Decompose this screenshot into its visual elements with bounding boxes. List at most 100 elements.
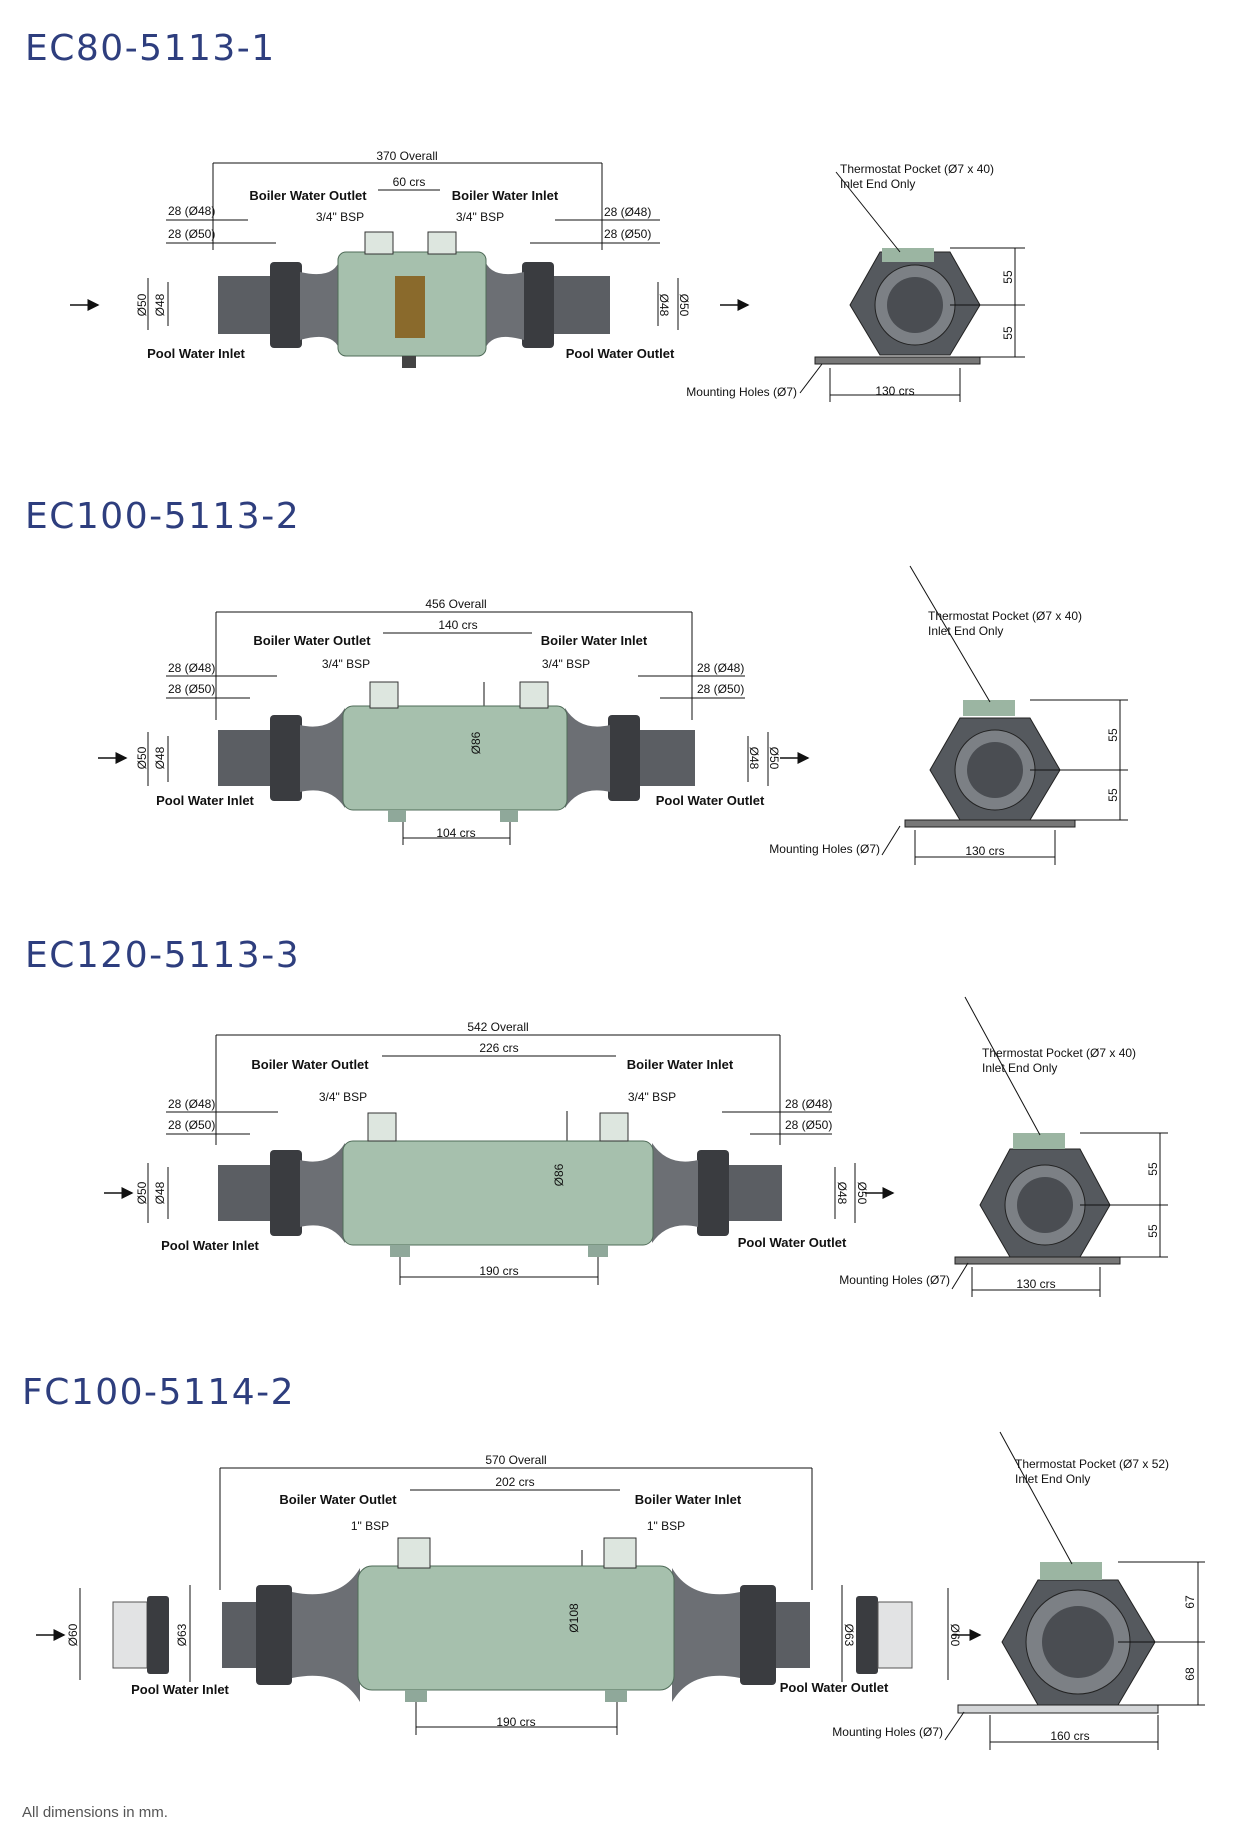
centres-dimension: 60 crs [393,175,426,189]
thermostat-label: Thermostat Pocket (Ø7 x 40) [928,609,1082,623]
boiler-inlet-label: Boiler Water Inlet [541,633,648,648]
inner-dia-right: Ø48 [747,747,761,770]
height-bottom: 55 [1146,1224,1160,1238]
boiler-inlet-label: Boiler Water Inlet [627,1057,734,1072]
pool-inlet-label: Pool Water Inlet [156,793,254,808]
model-section-fc100: FC100-5114-2 [0,1340,1257,1800]
outer-dia-right: Ø50 [767,747,781,770]
technical-drawing: 542 Overall 226 crs Boiler Water Outlet … [104,996,1168,1297]
body-diameter: Ø108 [567,1603,581,1633]
boiler-outlet-label: Boiler Water Outlet [249,188,367,203]
pipe-length-d48-right: 28 (Ø48) [604,205,651,219]
model-section-ec80: EC80-5113-1 [0,0,1257,430]
outer-dia-right: Ø50 [677,294,691,317]
inner-dia-left: Ø48 [153,1181,167,1204]
technical-drawing: 370 Overall 60 crs Boiler Water Outlet B… [70,149,1025,402]
inlet-end-label: Inlet End Only [982,1061,1057,1075]
boiler-inlet-label: Boiler Water Inlet [635,1492,742,1507]
overall-dimension: 570 Overall [485,1453,546,1467]
pool-inlet-label: Pool Water Inlet [131,1682,229,1697]
overall-dimension: 456 Overall [425,597,486,611]
inlet-end-label: Inlet End Only [928,624,1003,638]
bsp-left-label: 3/4" BSP [316,210,364,224]
bsp-left-label: 1" BSP [351,1519,389,1533]
pipe-length-d50-right: 28 (Ø50) [697,682,744,696]
pool-inlet-label: Pool Water Inlet [147,346,245,361]
centres-dimension: 202 crs [495,1475,534,1489]
centres-dimension: 226 crs [479,1041,518,1055]
thermostat-label: Thermostat Pocket (Ø7 x 40) [982,1046,1136,1060]
pipe-length-d50-right: 28 (Ø50) [604,227,651,241]
footer-note: All dimensions in mm. [22,1804,168,1821]
boiler-outlet-label: Boiler Water Outlet [251,1057,369,1072]
base-centres-label: 160 crs [1050,1729,1089,1743]
boiler-outlet-label: Boiler Water Outlet [253,633,371,648]
boiler-outlet-label: Boiler Water Outlet [279,1492,397,1507]
outer-dia-right: Ø60 [948,1624,962,1647]
mounting-holes-label: Mounting Holes (Ø7) [839,1273,950,1287]
pool-outlet-label: Pool Water Outlet [780,1680,889,1695]
model-title: EC100-5113-2 [25,496,301,537]
bsp-right-label: 3/4" BSP [456,210,504,224]
height-bottom: 55 [1106,788,1120,802]
body-diameter: Ø86 [469,731,483,754]
pipe-length-d50-left: 28 (Ø50) [168,682,215,696]
overall-dimension: 370 Overall [376,149,437,163]
inner-dia-left: Ø63 [175,1623,189,1646]
body-diameter: Ø86 [552,1163,566,1186]
base-centres-label: 130 crs [1016,1277,1055,1291]
bsp-right-label: 3/4" BSP [628,1090,676,1104]
outer-dia-right: Ø50 [855,1182,869,1205]
outer-dia-left: Ø60 [66,1623,80,1646]
inner-dia-right: Ø48 [657,294,671,317]
height-bottom: 55 [1001,326,1015,340]
bsp-right-label: 1" BSP [647,1519,685,1533]
pool-outlet-label: Pool Water Outlet [566,346,675,361]
technical-drawing: 456 Overall 140 crs Boiler Water Outlet … [98,565,1128,865]
bsp-left-label: 3/4" BSP [322,657,370,671]
height-top: 55 [1146,1162,1160,1176]
outer-dia-left: Ø50 [135,1181,149,1204]
foot-centres-label: 190 crs [496,1715,535,1729]
model-title: EC120-5113-3 [25,935,301,976]
technical-drawing: 570 Overall 202 crs Boiler Water Outlet … [36,1431,1205,1750]
mounting-holes-label: Mounting Holes (Ø7) [769,842,880,856]
centres-dimension: 140 crs [438,618,477,632]
mounting-holes-label: Mounting Holes (Ø7) [832,1725,943,1739]
inlet-end-label: Inlet End Only [840,177,915,191]
model-title: FC100-5114-2 [22,1372,296,1413]
pool-outlet-label: Pool Water Outlet [656,793,765,808]
pool-outlet-label: Pool Water Outlet [738,1235,847,1250]
pipe-length-d48-left: 28 (Ø48) [168,1097,215,1111]
pipe-length-d48-right: 28 (Ø48) [785,1097,832,1111]
inner-dia-right: Ø48 [835,1182,849,1205]
inner-dia-right: Ø63 [842,1624,856,1647]
outer-dia-left: Ø50 [135,746,149,769]
boiler-inlet-label: Boiler Water Inlet [452,188,559,203]
pipe-length-d50-right: 28 (Ø50) [785,1118,832,1132]
base-centres-label: 130 crs [875,384,914,398]
inner-dia-left: Ø48 [153,746,167,769]
pipe-length-d50-left: 28 (Ø50) [168,1118,215,1132]
pipe-length-d50-left: 28 (Ø50) [168,227,215,241]
pipe-length-d48-left: 28 (Ø48) [168,661,215,675]
pool-inlet-label: Pool Water Inlet [161,1238,259,1253]
inlet-end-label: Inlet End Only [1015,1472,1090,1486]
bsp-right-label: 3/4" BSP [542,657,590,671]
thermostat-label: Thermostat Pocket (Ø7 x 52) [1015,1457,1169,1471]
height-top: 55 [1001,270,1015,284]
model-section-ec120: EC120-5113-3 [0,905,1257,1335]
foot-centres-label: 190 crs [479,1264,518,1278]
pipe-length-d48-left: 28 (Ø48) [168,204,215,218]
bsp-left-label: 3/4" BSP [319,1090,367,1104]
height-top: 67 [1183,1595,1197,1609]
height-top: 55 [1106,728,1120,742]
thermostat-label: Thermostat Pocket (Ø7 x 40) [840,162,994,176]
model-title: EC80-5113-1 [25,28,276,69]
model-section-ec100: EC100-5113-2 [0,470,1257,890]
overall-dimension: 542 Overall [467,1020,528,1034]
base-centres-label: 130 crs [965,844,1004,858]
foot-centres-label: 104 crs [436,826,475,840]
pipe-length-d48-right: 28 (Ø48) [697,661,744,675]
inner-dia-left: Ø48 [153,293,167,316]
